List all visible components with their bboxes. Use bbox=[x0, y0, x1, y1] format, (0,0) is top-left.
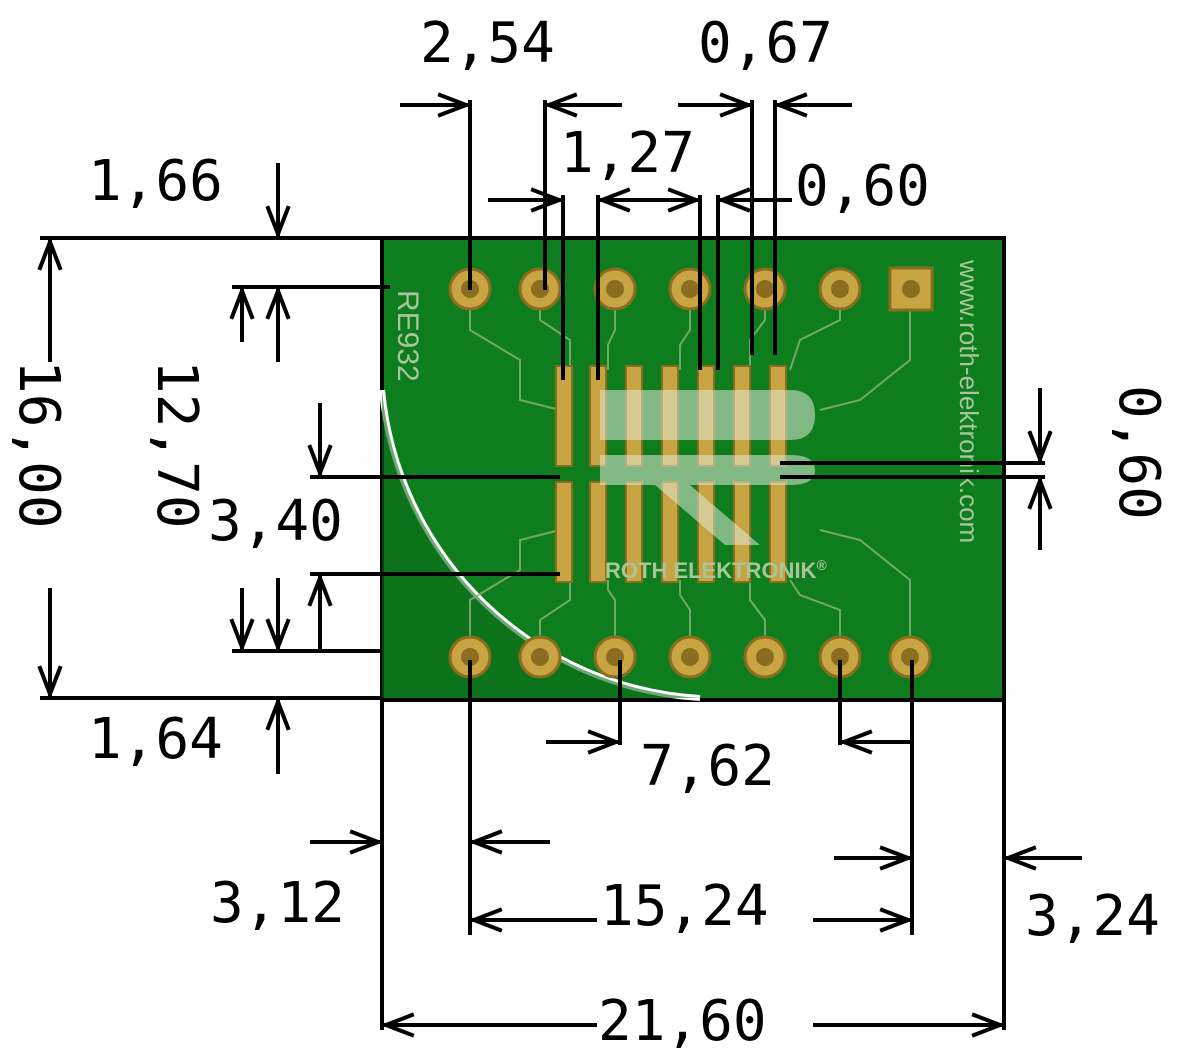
label-smd-gap: 0,60 bbox=[1106, 385, 1171, 520]
label-pad-width-right: 0,67 bbox=[698, 11, 833, 76]
dimension-lines bbox=[37, 92, 1082, 1038]
pad-hole bbox=[902, 280, 920, 298]
label-pin-span: 15,24 bbox=[600, 874, 769, 939]
smd-pad bbox=[555, 365, 573, 467]
board-shade-arc bbox=[382, 390, 700, 698]
traces bbox=[469, 290, 911, 650]
pcb-board: RE932 www.roth-elektronik.com ROTH ELEKT… bbox=[379, 236, 1006, 702]
pad-hole bbox=[756, 648, 774, 666]
pad-hole bbox=[606, 280, 624, 298]
pad-hole bbox=[681, 280, 699, 298]
label-pitch-smd: 1,27 bbox=[560, 121, 695, 186]
label-smd-height: 3,40 bbox=[208, 489, 343, 554]
pad-hole bbox=[831, 280, 849, 298]
label-top-margin: 1,66 bbox=[88, 149, 223, 214]
top-pad-row bbox=[888, 266, 934, 312]
dimension-labels: 2,54 0,67 1,27 0,60 1,66 16,00 12,70 3,4… bbox=[6, 11, 1171, 1049]
pad-hole bbox=[831, 648, 849, 666]
label-row-spacing: 12,70 bbox=[144, 360, 209, 529]
brand-label: ROTH ELEKTRONIK® bbox=[605, 557, 827, 583]
pad-hole bbox=[461, 648, 479, 666]
part-number-label: RE932 bbox=[391, 290, 424, 382]
label-row-width: 7,62 bbox=[640, 734, 775, 799]
label-board-width: 21,60 bbox=[598, 989, 767, 1049]
brand-logo bbox=[600, 390, 815, 545]
smd-pad bbox=[589, 481, 607, 583]
smd-pad bbox=[555, 481, 573, 583]
label-board-height: 16,00 bbox=[6, 360, 71, 529]
pad-hole bbox=[756, 280, 774, 298]
label-pitch-dip: 2,54 bbox=[420, 11, 555, 76]
label-right-margin: 3,24 bbox=[1025, 884, 1160, 949]
label-pad-width: 0,60 bbox=[795, 154, 930, 219]
label-bottom-margin: 1,64 bbox=[88, 707, 223, 772]
website-label: www.roth-elektronik.com bbox=[954, 259, 984, 543]
pad-hole bbox=[531, 648, 549, 666]
label-left-margin: 3,12 bbox=[210, 871, 345, 936]
pad-hole bbox=[681, 648, 699, 666]
pad-hole bbox=[901, 648, 919, 666]
